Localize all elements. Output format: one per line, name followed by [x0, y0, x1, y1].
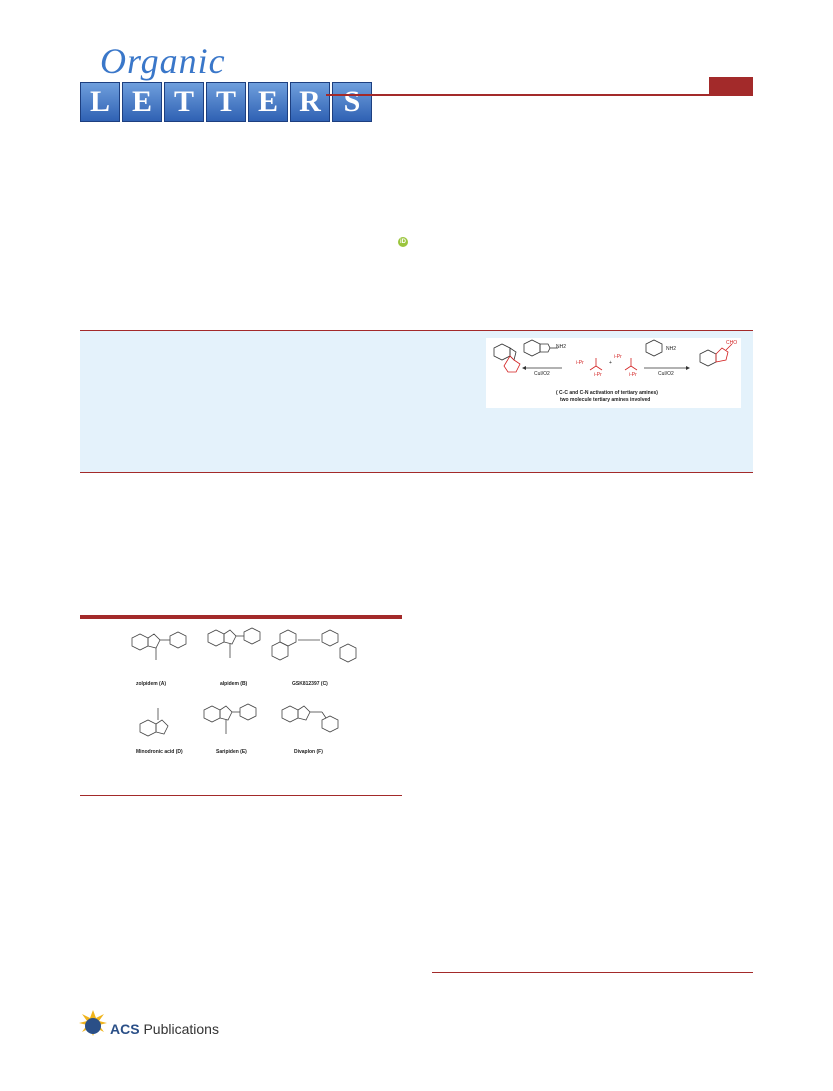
logo-letter: T — [164, 82, 204, 122]
publisher-name: ACS Publications — [110, 1021, 219, 1037]
figure-rule-bottom — [80, 795, 402, 796]
header-tab — [709, 77, 753, 94]
column-rule — [432, 972, 753, 973]
figure-1: zolpidem (A) alpidem (B) GSK812397 (C) M… — [122, 624, 372, 789]
orcid-icon[interactable]: iD — [398, 237, 408, 247]
publisher-rest: Publications — [139, 1021, 219, 1037]
amine-label: i-Pr — [629, 372, 637, 378]
toc-caption-line1: ( C-C and C-N activation of tertiary ami… — [556, 390, 658, 396]
header-rule — [326, 94, 753, 96]
journal-logo-script: Organic — [100, 41, 226, 81]
reagent-left-label: NH2 — [556, 344, 567, 350]
figure-1-structures — [131, 627, 357, 737]
plus-label: + — [609, 360, 612, 366]
toc-scheme — [493, 339, 733, 373]
logo-letter: E — [248, 82, 288, 122]
logo-letter: R — [290, 82, 330, 122]
figure-rule-top — [80, 615, 402, 619]
compound-label: Saripiden (E) — [216, 749, 247, 755]
amine-label: i-Pr — [594, 372, 602, 378]
condition-left-label: CuI/O2 — [534, 371, 550, 377]
logo-letter: L — [80, 82, 120, 122]
toc-graphic: NH2 i-Pr i-Pr + i-Pr i-Pr NH2 CHO CuI/O2… — [486, 338, 741, 408]
logo-letter: S — [332, 82, 372, 122]
publisher-bold: ACS — [110, 1021, 140, 1037]
amine-label: i-Pr — [576, 360, 584, 366]
compound-label: Divaplon (F) — [294, 749, 323, 755]
compound-label: zolpidem (A) — [136, 681, 166, 687]
logo-letter: E — [122, 82, 162, 122]
compound-label: Minodronic acid (D) — [136, 749, 183, 755]
amine-label: i-Pr — [614, 354, 622, 360]
product-right-label: CHO — [726, 340, 738, 346]
condition-right-label: CuI/O2 — [658, 371, 674, 377]
toc-caption-line2: two molecule tertiary amines involved — [560, 397, 651, 403]
acs-logo-icon — [79, 1010, 107, 1036]
compound-label: alpidem (B) — [220, 681, 248, 687]
reagent-right-label: NH2 — [666, 346, 677, 352]
compound-label: GSK812397 (C) — [292, 681, 328, 687]
logo-letter: T — [206, 82, 246, 122]
journal-logo: L E T T E R S — [80, 82, 372, 122]
